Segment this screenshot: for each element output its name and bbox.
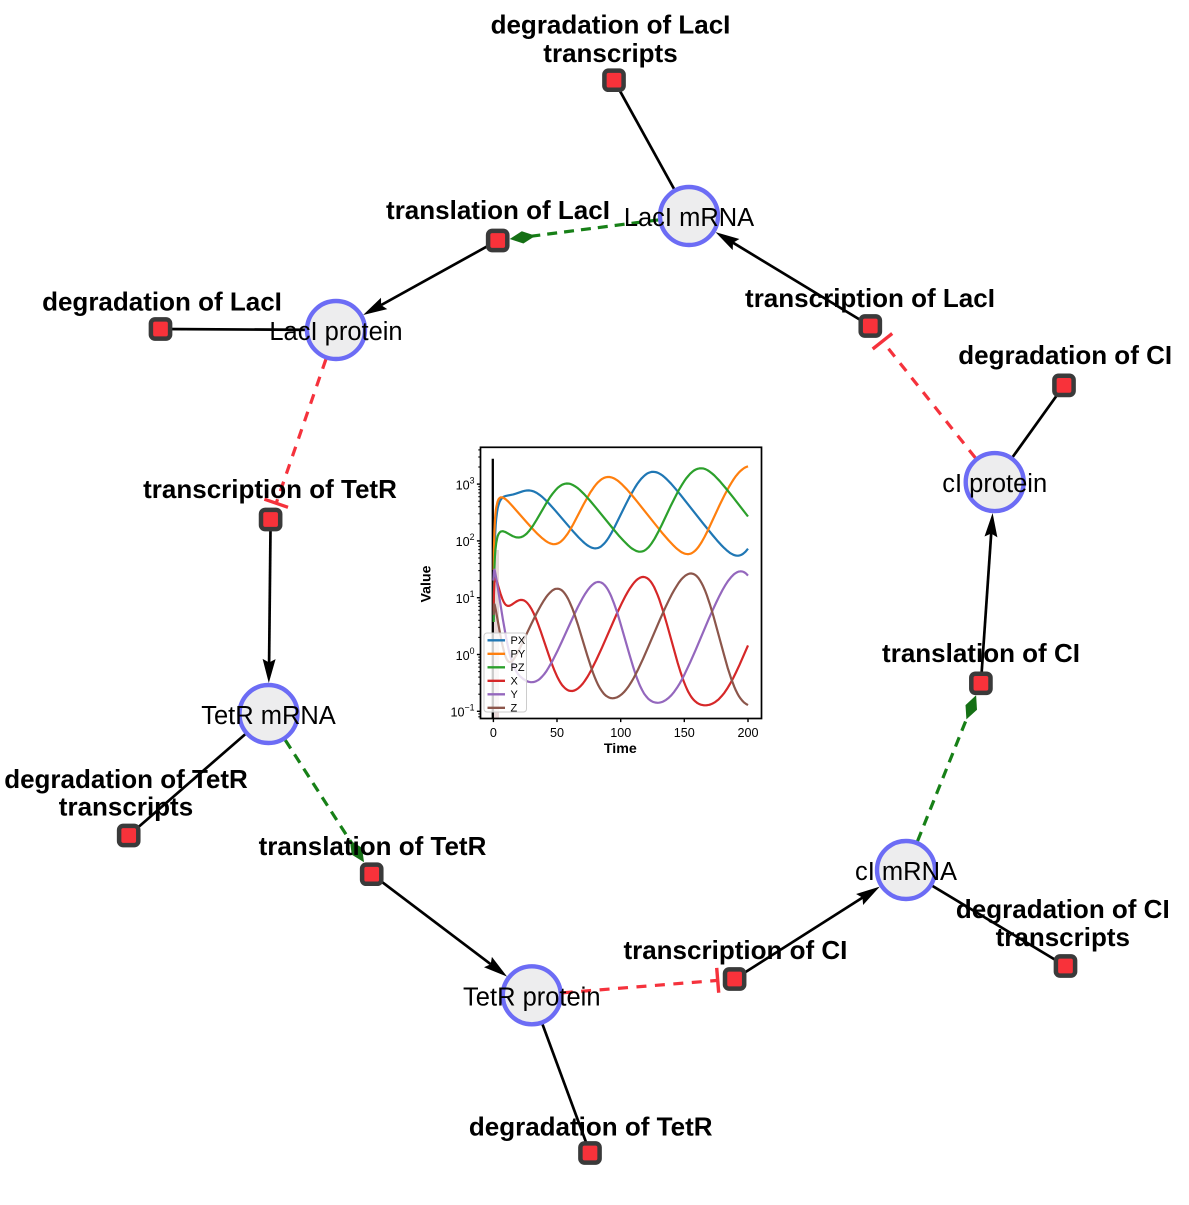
svg-text:translation of CI: translation of CI [882,638,1080,668]
svg-text:Value: Value [419,565,435,602]
svg-text:degradation of TetR: degradation of TetR [469,1112,713,1142]
svg-text:150: 150 [674,726,695,740]
svg-text:transcripts: transcripts [59,791,193,821]
svg-text:PZ: PZ [511,662,525,674]
svg-text:transcription of LacI: transcription of LacI [745,283,995,313]
svg-text:translation of LacI: translation of LacI [386,195,610,225]
svg-text:degradation of CI: degradation of CI [956,894,1170,924]
svg-text:50: 50 [550,726,564,740]
svg-text:cI mRNA: cI mRNA [855,858,957,886]
svg-text:Y: Y [511,689,519,701]
svg-text:PY: PY [511,649,526,661]
svg-text:Time: Time [604,741,637,757]
svg-text:200: 200 [737,726,758,740]
svg-text:LacI protein: LacI protein [269,318,402,346]
svg-text:transcripts: transcripts [996,922,1130,952]
svg-text:100: 100 [610,726,631,740]
svg-text:X: X [511,676,519,688]
svg-text:transcription of TetR: transcription of TetR [143,474,397,504]
svg-text:translation of TetR: translation of TetR [259,831,487,861]
svg-text:degradation of LacI: degradation of LacI [42,287,282,317]
svg-text:LacI mRNA: LacI mRNA [624,204,754,232]
svg-text:transcription of CI: transcription of CI [623,935,847,965]
svg-text:TetR protein: TetR protein [463,983,601,1011]
svg-text:Z: Z [511,703,518,715]
svg-text:transcripts: transcripts [543,38,677,68]
svg-text:0: 0 [490,726,497,740]
svg-text:cI protein: cI protein [942,470,1047,498]
svg-text:PX: PX [511,635,526,647]
svg-text:degradation of TetR: degradation of TetR [4,764,248,794]
svg-text:degradation of LacI: degradation of LacI [491,10,731,40]
svg-text:TetR mRNA: TetR mRNA [201,702,336,730]
svg-text:degradation of CI: degradation of CI [958,340,1172,370]
